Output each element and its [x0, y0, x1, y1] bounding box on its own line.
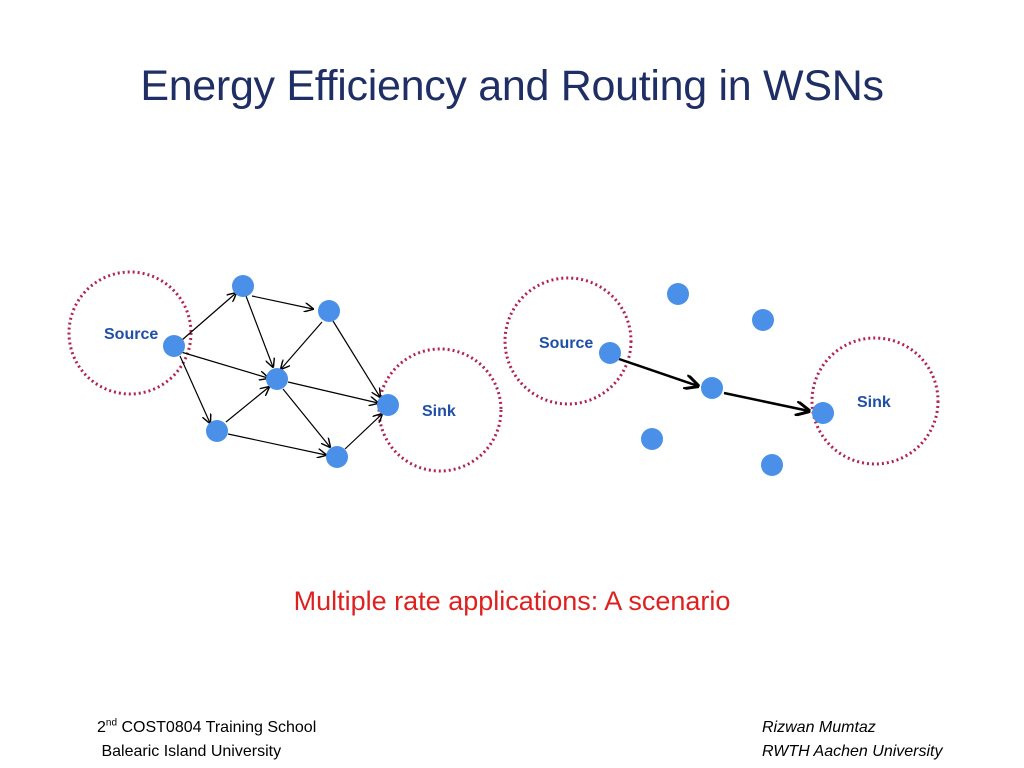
right-nodes	[599, 283, 834, 476]
sensor-node	[752, 309, 774, 331]
right-source-region	[503, 276, 633, 406]
footer-left-line2: Balearic Island University	[97, 740, 316, 764]
right-source-label: Source	[539, 335, 593, 352]
edge	[618, 357, 698, 386]
footer-right: Rizwan Mumtaz RWTH Aachen University	[762, 716, 943, 764]
left-network: Source Sink	[67, 270, 503, 473]
footer-left-ordinal-suffix: nd	[105, 717, 118, 729]
sensor-node	[641, 428, 663, 450]
sensor-node	[812, 402, 834, 424]
sensor-node	[599, 342, 621, 364]
slide-title: Energy Efficiency and Routing in WSNs	[140, 62, 884, 110]
edge	[251, 295, 313, 309]
left-nodes	[163, 275, 399, 468]
footer-left-ordinal: 2	[97, 719, 106, 736]
sensor-node	[232, 275, 254, 297]
sensor-node	[667, 283, 689, 305]
sensor-node	[761, 454, 783, 476]
footer-left-event: COST0804 Training School	[117, 719, 317, 736]
sensor-node	[377, 394, 399, 416]
sensor-node	[163, 335, 185, 357]
edge	[281, 321, 323, 369]
right-edges	[618, 357, 809, 411]
footer-right-author: Rizwan Mumtaz	[762, 719, 876, 736]
sensor-node	[266, 368, 288, 390]
left-source-label: Source	[104, 326, 158, 343]
sensor-node	[326, 446, 348, 468]
edge	[287, 381, 378, 403]
right-sink-region	[810, 336, 940, 466]
right-sink-label: Sink	[857, 394, 891, 411]
edge	[245, 295, 273, 367]
edge	[723, 391, 809, 411]
edge	[332, 320, 380, 397]
edge	[179, 355, 210, 423]
edge	[181, 293, 236, 341]
edge	[344, 414, 382, 450]
footer-left: 2nd COST0804 Training School Balearic Is…	[97, 716, 316, 764]
left-edges	[179, 293, 382, 455]
sensor-node	[318, 300, 340, 322]
left-sink-label: Sink	[422, 403, 456, 420]
slide-caption: Multiple rate applications: A scenario	[293, 586, 731, 616]
footer-right-affiliation: RWTH Aachen University	[762, 743, 943, 760]
edge	[227, 433, 326, 455]
footer-left-institution: Balearic Island University	[101, 743, 282, 760]
left-source-region	[67, 270, 193, 396]
sensor-node	[206, 420, 228, 442]
sensor-node	[701, 377, 723, 399]
edge	[180, 351, 268, 378]
footer-left-line1: 2nd COST0804 Training School	[97, 716, 316, 740]
edge	[225, 387, 269, 423]
edge	[282, 388, 330, 447]
right-network: Source Sink	[503, 276, 940, 476]
